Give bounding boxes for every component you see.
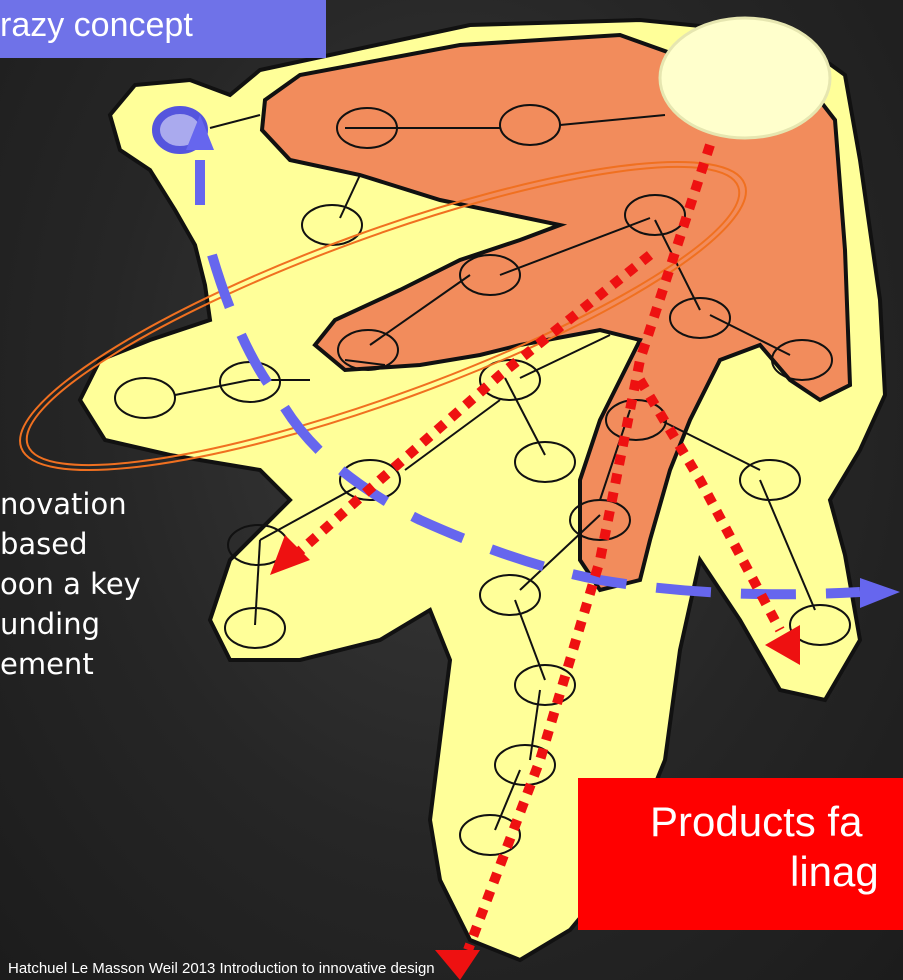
citation-text: Hatchuel Le Masson Weil 2013 Introductio… — [8, 960, 435, 977]
side-text-line: oon a key — [0, 564, 141, 604]
products-label-box: Products fa linag — [578, 778, 903, 930]
blue-arrowhead-right — [860, 578, 900, 608]
side-text-line: based — [0, 524, 141, 564]
red-arrowhead-down — [435, 950, 480, 980]
products-label-line1: Products fa — [650, 798, 862, 846]
side-text: novation based oon a key unding ement — [0, 484, 141, 684]
products-label-line2: linag — [790, 848, 879, 896]
side-text-line: unding — [0, 604, 141, 644]
side-text-line: ement — [0, 644, 141, 684]
concept-label-box: razy concept — [0, 0, 326, 58]
concept-ellipse — [660, 18, 830, 138]
concept-label: razy concept — [0, 6, 193, 45]
side-text-line: novation — [0, 484, 141, 524]
